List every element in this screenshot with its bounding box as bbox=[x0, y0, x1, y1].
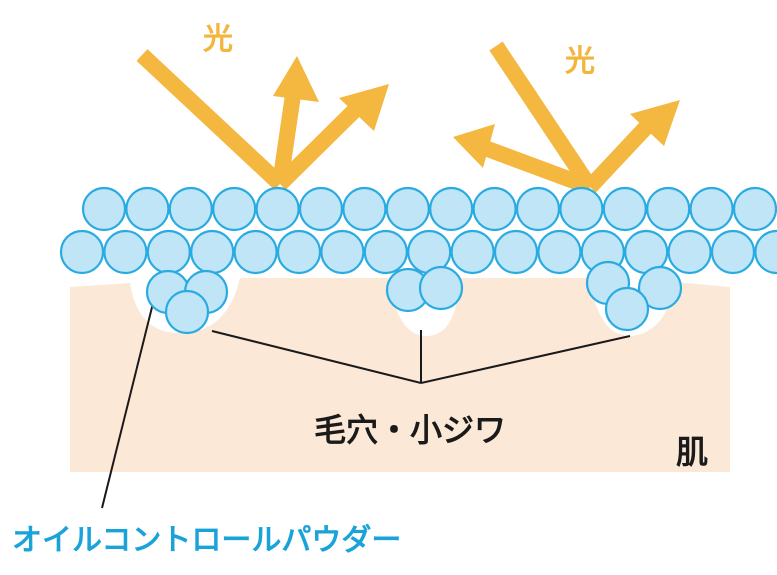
powder-particle bbox=[418, 265, 464, 311]
powder-particle bbox=[710, 229, 756, 275]
light-label: 光 bbox=[203, 22, 233, 57]
reflected-light-ray bbox=[482, 140, 593, 195]
powder-particle bbox=[125, 186, 170, 232]
reflected-light-ray bbox=[274, 99, 366, 190]
powder-particle bbox=[212, 186, 257, 232]
skin-layer bbox=[70, 278, 730, 472]
powder-particle bbox=[637, 265, 683, 311]
powder-particle bbox=[81, 186, 127, 232]
powder-particle bbox=[168, 186, 213, 232]
arrow-head-icon bbox=[453, 124, 495, 168]
powder-particle bbox=[298, 186, 344, 232]
pore-leader-line bbox=[211, 330, 422, 384]
powder-particle bbox=[146, 229, 191, 275]
powder-particle bbox=[602, 186, 647, 232]
powder-particle bbox=[493, 229, 539, 275]
powder-particle bbox=[732, 186, 777, 232]
powder-particle bbox=[537, 229, 582, 275]
incoming-light-ray bbox=[136, 49, 286, 190]
arrow-head-icon bbox=[273, 56, 319, 102]
powder-particle bbox=[515, 186, 561, 232]
powder-particle bbox=[667, 229, 712, 275]
powder-particle bbox=[320, 229, 365, 275]
powder-particle bbox=[59, 229, 105, 275]
powder-particle bbox=[342, 186, 387, 232]
powder-particle bbox=[604, 286, 650, 332]
powder-particle bbox=[164, 289, 210, 335]
powder-particle bbox=[190, 229, 235, 275]
powder-particle bbox=[689, 186, 734, 232]
powder-particle bbox=[233, 229, 278, 275]
powder-particle bbox=[754, 229, 777, 275]
arrow-head-icon bbox=[339, 84, 389, 131]
pore-leader-line bbox=[420, 335, 631, 384]
powder-particle bbox=[276, 229, 322, 275]
powder-particle bbox=[450, 229, 495, 275]
powder-particle bbox=[103, 229, 148, 275]
powder-particle bbox=[429, 186, 474, 232]
powder-particle bbox=[385, 186, 430, 232]
arrow-head-icon bbox=[630, 100, 680, 146]
powder-label: オイルコントロールパウダー bbox=[12, 523, 402, 558]
incoming-light-ray bbox=[489, 41, 597, 192]
powder-particles bbox=[59, 186, 777, 335]
light-arrows-left bbox=[136, 49, 389, 190]
pores-wrinkles-label: 毛穴・小ジワ bbox=[314, 411, 507, 449]
light-label: 光 bbox=[565, 44, 595, 79]
powder-particle bbox=[472, 186, 517, 232]
reflected-light-ray bbox=[584, 117, 656, 193]
light-arrows-right bbox=[453, 41, 680, 195]
powder-particle bbox=[255, 186, 300, 232]
reflected-light-ray bbox=[272, 86, 302, 186]
powder-particle bbox=[559, 186, 604, 232]
skin-label: 肌 bbox=[676, 433, 709, 471]
powder-particle bbox=[363, 229, 408, 275]
powder-particle bbox=[646, 186, 691, 232]
